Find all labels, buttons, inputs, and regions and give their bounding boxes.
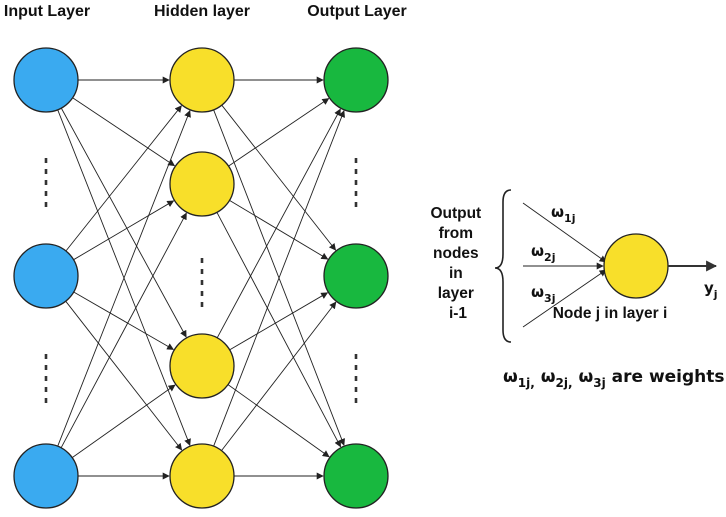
source-line: layer <box>438 285 474 302</box>
input-node <box>13 243 79 309</box>
hidden-node <box>169 333 235 399</box>
hidden-output-edge <box>229 292 329 351</box>
weight-label-1: ω1j <box>551 203 575 225</box>
input-hidden-edge <box>73 291 175 350</box>
weight-arrow-3 <box>522 269 607 328</box>
hidden-output-edge <box>216 108 341 339</box>
source-line: from <box>439 225 473 242</box>
input-hidden-edge <box>60 107 187 338</box>
weight-label-2: ω2j <box>531 242 555 264</box>
weight-arrow-1 <box>522 202 607 263</box>
hidden-output-edge <box>227 384 330 458</box>
network-connections <box>57 76 345 480</box>
source-line: in <box>449 265 463 282</box>
hidden-node <box>169 443 235 509</box>
input-layer-header: Input Layer <box>4 3 90 20</box>
curly-brace <box>494 189 512 343</box>
input-node <box>13 443 79 509</box>
hidden-output-edge <box>213 110 345 447</box>
output-layer-header: Output Layer <box>307 3 407 20</box>
input-hidden-edge <box>60 212 187 449</box>
input-hidden-edge <box>57 110 191 447</box>
hidden-output-edge <box>221 301 337 451</box>
network-nodes <box>13 47 389 509</box>
node-label: Node j in layer i <box>553 305 668 322</box>
output-node <box>323 443 389 509</box>
hidden-output-edge <box>229 200 329 260</box>
hidden-output-edge <box>228 98 330 167</box>
source-line: nodes <box>433 245 479 262</box>
input-hidden-edge <box>71 384 176 458</box>
input-hidden-edge <box>65 300 183 451</box>
input-hidden-edge <box>65 105 182 252</box>
output-label: yj <box>704 279 718 301</box>
source-line: i-1 <box>449 305 467 322</box>
perceptron-node <box>603 233 669 299</box>
hidden-output-edge <box>216 212 341 448</box>
input-hidden-edge <box>72 97 176 167</box>
hidden-node <box>169 151 235 217</box>
hidden-output-edge <box>221 104 337 251</box>
output-node <box>323 243 389 309</box>
weights-caption: ω1j, ω2j, ω3j are weights <box>503 367 725 390</box>
source-line: Output <box>430 205 481 222</box>
output-node <box>323 47 389 113</box>
weight-label-3: ω3j <box>531 283 555 305</box>
source-description: Output from nodes in layer i-1 <box>430 205 485 322</box>
hidden-layer-header: Hidden layer <box>154 3 250 20</box>
input-node <box>13 47 79 113</box>
hidden-node <box>169 47 235 113</box>
input-hidden-edge <box>73 200 175 261</box>
